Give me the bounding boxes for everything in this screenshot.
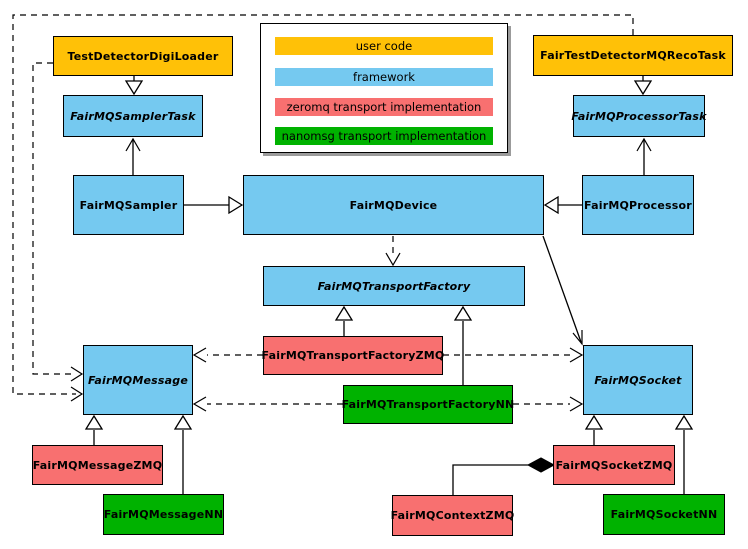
edge-factoryzmq-depends-socket <box>443 347 584 363</box>
class-fairmq-sampler-task: FairMQSamplerTask <box>63 95 203 137</box>
edge-factoryzmq-depends-message <box>192 347 263 363</box>
class-fairmq-transport-factory: FairMQTransportFactory <box>263 266 525 306</box>
edge-messagezmq-inherits-message <box>84 414 104 445</box>
edge-factorynn-depends-socket <box>513 396 584 412</box>
class-fairmq-message-nn: FairMQMessageNN <box>103 494 224 535</box>
legend: user code framework zeromq transport imp… <box>260 23 508 153</box>
edge-sampler-inherits-device <box>184 195 244 215</box>
edge-processor-inherits-device <box>543 195 582 215</box>
edge-device-uses-socket <box>542 235 583 346</box>
class-fairmq-processor: FairMQProcessor <box>582 175 694 235</box>
edge-socketzmq-inherits-socket <box>584 414 604 445</box>
class-fairmq-transport-factory-nn: FairMQTransportFactoryNN <box>342 385 514 424</box>
edge-messagenn-inherits-message <box>173 414 193 494</box>
edge-recotask-depends-message <box>12 14 634 402</box>
class-fairmq-context-zmq: FairMQContextZMQ <box>391 495 514 536</box>
edge-processor-uses-processortask <box>636 137 652 175</box>
class-fairmq-processor-task: FairMQProcessorTask <box>571 95 706 137</box>
edge-digiloader-depends-message <box>32 62 84 382</box>
class-fairmq-socket-zmq: FairMQSocketZMQ <box>553 445 675 485</box>
class-fairmq-transport-factory-zmq: FairMQTransportFactoryZMQ <box>262 336 444 375</box>
edge-factoryzmq-inherits-factory <box>334 305 354 336</box>
edge-factorynn-depends-message <box>192 396 343 412</box>
legend-item-framework: framework <box>275 68 493 86</box>
edge-digiloader-inherits-samplertask <box>124 76 144 96</box>
class-fairmq-message: FairMQMessage <box>83 345 193 415</box>
legend-item-zeromq: zeromq transport implementation <box>275 98 493 116</box>
edge-socketzmq-owns-contextzmq <box>452 457 556 495</box>
class-fairmq-socket: FairMQSocket <box>583 345 693 415</box>
edge-socketnn-inherits-socket <box>674 414 694 494</box>
edge-recotask-inherits-processortask <box>633 76 653 96</box>
legend-item-user-code: user code <box>275 37 493 55</box>
class-fairmq-message-zmq: FairMQMessageZMQ <box>32 445 163 485</box>
class-test-detector-digi-loader: TestDetectorDigiLoader <box>53 36 233 76</box>
class-fairmq-device: FairMQDevice <box>243 175 544 235</box>
edge-sampler-uses-samplertask <box>125 137 141 175</box>
edge-factorynn-inherits-factory <box>453 305 473 385</box>
legend-item-nanomsg: nanomsg transport implementation <box>275 127 493 145</box>
class-fairmq-sampler: FairMQSampler <box>73 175 184 235</box>
edge-device-depends-transportfactory <box>385 236 401 267</box>
class-fair-test-detector-mq-reco-task: FairTestDetectorMQRecoTask <box>533 35 733 76</box>
class-fairmq-socket-nn: FairMQSocketNN <box>603 494 725 535</box>
